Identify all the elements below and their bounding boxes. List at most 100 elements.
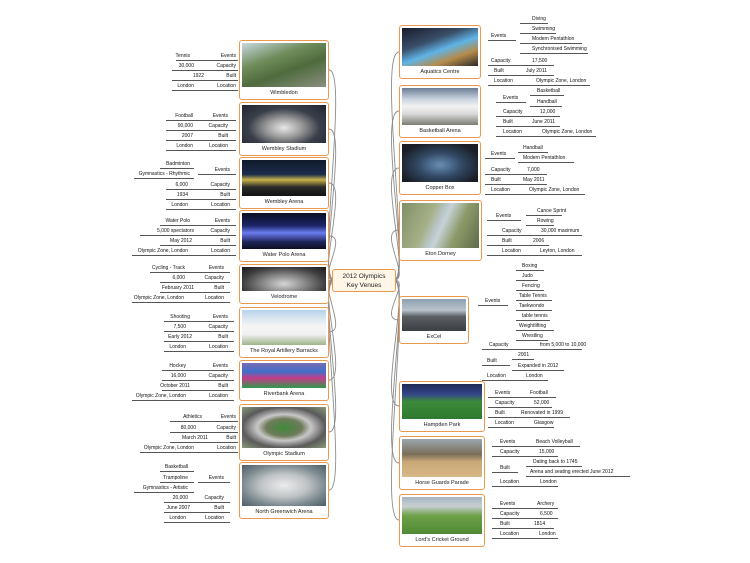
artillery-capacity-value: 7,500 [173,324,186,330]
copper-event-1: Modern Pentathlon [523,155,566,161]
waterpolo-capacity-label: Capacity [210,228,230,234]
divider [164,321,234,322]
copper-events-label: Events [491,151,507,157]
venue-title: Aquatics Centre [420,69,460,75]
venue-node-aquatics-centre[interactable]: Aquatics Centre [399,25,481,79]
connector-line [328,279,336,333]
divider [478,305,508,306]
excel-capacity-value: from 5,000 to 10,000 [540,342,587,348]
divider [526,215,562,216]
olympic-stadium-capacity-value: 80,000 [180,425,196,431]
riverbank-arena-photo [242,363,326,388]
divider [134,492,194,493]
venue-node-wembley-stadium[interactable]: Wembley Stadium [239,102,329,156]
aquatics-capacity-label: Capacity [491,58,511,64]
basketball-capacity-label: Capacity [503,109,523,115]
divider [164,502,230,503]
basketball-capacity-value: 12,000 [540,109,556,115]
hampden-location-value: Glasgow [534,420,554,426]
divider [140,235,236,236]
divider [482,380,548,381]
north-greenwich-events-label: Events [208,475,224,481]
olympic-stadium-built-label: Built [226,435,236,441]
horseguards-capacity-value: 15,000 [539,449,555,455]
olympic-stadium-events-label: Events [220,414,236,420]
aquatics-event-3: Synchronised Swimming [532,46,587,52]
eton-capacity-label: Capacity [502,228,522,234]
eton-location-label: Location [502,248,521,254]
excel-event-4: Taekwondo [519,303,545,309]
venue-node-excel[interactable]: ExCel [399,296,469,344]
venue-node-hampden-park[interactable]: Hampden Park [399,381,485,432]
connector-line [327,128,337,281]
wembley-arena-photo [242,160,326,196]
divider [160,168,194,169]
wembley-stadium-location-value: London [176,143,193,149]
venue-node-wimbledon[interactable]: Wimbledon [239,40,329,100]
divider [198,174,236,175]
aquatics-event-0: Diving [532,16,546,22]
hampden-event-0: Football [530,390,548,396]
hampden-capacity-label: Capacity [495,400,515,406]
water-polo-arena-photo [242,213,326,249]
wembley-arena-built-label: Built [220,192,230,198]
divider [492,486,558,487]
divider [172,90,238,91]
olympic-stadium-location-value: Olympic Zone, London [143,445,194,451]
divider [520,33,556,34]
divider [160,225,236,226]
divider [496,136,596,137]
north-greenwich-capacity-value: 20,000 [172,495,188,501]
aquatics-capacity-value: 17,500 [532,58,548,64]
venue-node-lords-cricket-ground[interactable]: Lord's Cricket Ground [399,494,485,547]
wembley-arena-event-1: Gymnastics - Rhythmic [138,171,190,177]
venue-node-velodrome[interactable]: Velodrome [239,264,329,304]
waterpolo-built-value: May 2012 [170,238,192,244]
venue-node-eton-dorney[interactable]: Eton Dorney [399,200,482,261]
wembley-arena-event-0: Badminton [166,161,190,167]
excel-capacity-label: Capacity [489,342,509,348]
excel-built-value-0: 2001 [518,352,530,358]
venue-title: Riverbank Arena [263,391,305,397]
divider [176,60,238,61]
excel-event-6: Weightlifting [519,323,547,329]
divider [488,397,556,398]
divider [518,152,548,153]
north-greenwich-arena-photo [242,465,326,506]
venue-node-north-greenwich-arena[interactable]: North Greenwich Arena [239,462,329,519]
horseguards-location-label: Location [500,479,519,485]
venue-node-horse-guards-parade[interactable]: Horse Guards Parade [399,436,485,490]
wimbledon-events-label: Events [220,53,236,59]
central-topic[interactable]: 2012 Olympics Key Venues [332,269,396,292]
artillery-event-0: Shooting [170,314,190,320]
lords-capacity-value: 6,500 [540,511,553,517]
divider [166,130,236,131]
north-greenwich-built-value: June 2007 [166,505,190,511]
divider [150,272,230,273]
royal-artillery-barracks-photo [242,310,326,345]
venue-node-basketball-arena[interactable]: Basketball Arena [399,85,481,138]
venue-node-royal-artillery-barracks[interactable]: The Royal Artillery Barracks [239,307,329,358]
divider [488,75,554,76]
north-greenwich-location-value: London [169,515,186,521]
velodrome-location-value: Olympic Zone, London [133,295,184,301]
horseguards-capacity-label: Capacity [500,449,520,455]
divider [520,23,548,24]
lords-location-value: London [539,531,556,537]
excel-location-value: London [526,373,543,379]
venue-node-riverbank-arena[interactable]: Riverbank Arena [239,360,329,401]
connector-line [327,182,337,281]
divider [496,126,560,127]
wembley-stadium-event-0: Football [175,113,193,119]
venue-node-water-polo-arena[interactable]: Water Polo Arena [239,210,329,262]
basketball-event-0: Basketball [537,88,561,94]
venue-node-wembley-arena[interactable]: Wembley Arena [239,157,329,209]
artillery-capacity-label: Capacity [208,324,228,330]
divider [172,80,238,81]
eton-dorney-photo [402,203,479,248]
venue-node-olympic-stadium[interactable]: Olympic Stadium [239,404,329,461]
venue-node-copper-box[interactable]: Copper Box [399,141,481,195]
artillery-location-label: Location [209,344,228,350]
copper-location-label: Location [491,187,510,193]
divider [164,331,234,332]
